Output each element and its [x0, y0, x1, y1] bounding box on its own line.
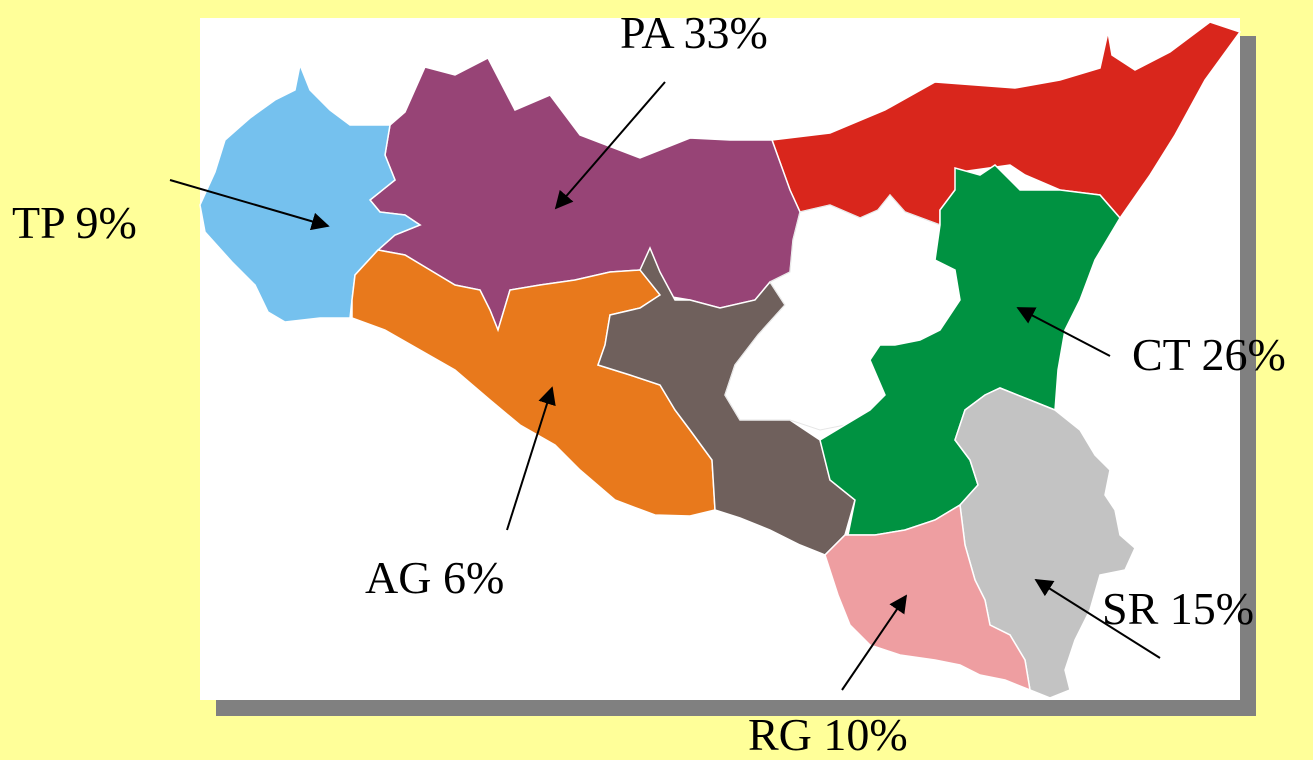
label-sr: SR 15% [1102, 583, 1255, 634]
arrow-rg [841, 594, 908, 691]
label-ct: CT 26% [1132, 329, 1286, 380]
arrow-sr [1034, 579, 1161, 659]
label-pa: PA 33% [620, 7, 768, 58]
arrow-pa [554, 81, 666, 210]
arrow-tp [169, 179, 330, 231]
label-rg: RG 10% [748, 709, 908, 760]
province-rg [824, 503, 1031, 692]
arrow-ag [506, 386, 556, 531]
label-ag: AG 6% [365, 552, 505, 603]
label-tp: TP 9% [12, 197, 137, 248]
arrow-ct [1016, 307, 1111, 357]
